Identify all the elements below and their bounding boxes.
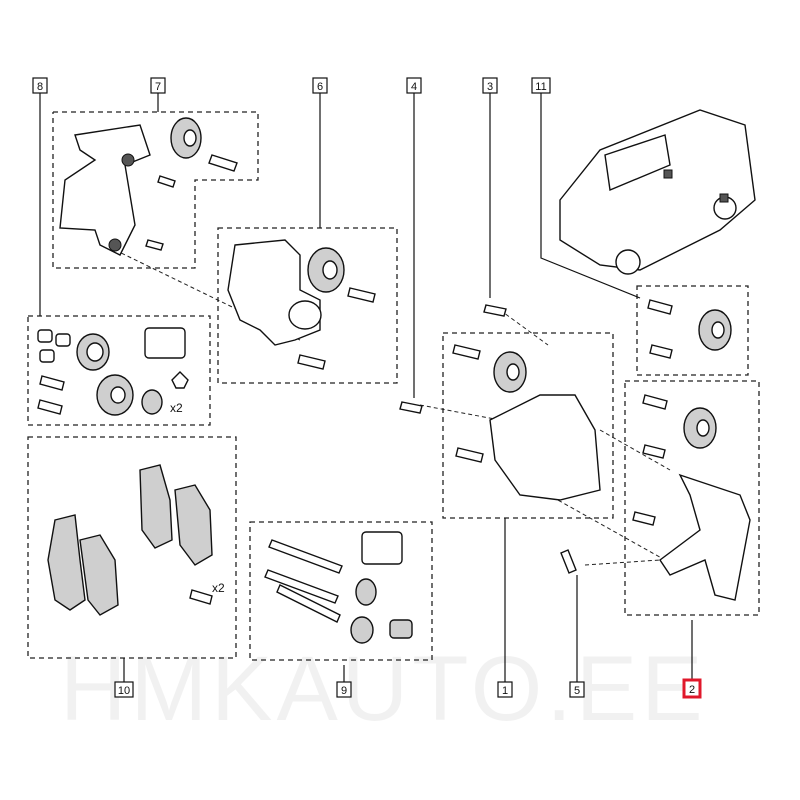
repair-kit-8: x2 — [37, 327, 189, 416]
callout-3[interactable]: 3 — [482, 77, 498, 94]
svg-text:4: 4 — [411, 81, 417, 93]
leader-lines — [39, 93, 693, 682]
svg-text:8: 8 — [37, 81, 43, 93]
callout-2-selected[interactable]: 2 — [682, 678, 702, 699]
group-box-10 — [27, 436, 237, 659]
callout-11[interactable]: 11 — [531, 77, 551, 94]
brake-pads-10: x2 — [47, 464, 225, 616]
quantity-note-8: x2 — [170, 401, 183, 415]
svg-text:1: 1 — [502, 685, 508, 697]
watermark: HMKAUTO.EE — [60, 638, 707, 740]
svg-text:6: 6 — [317, 81, 323, 93]
callout-7[interactable]: 7 — [150, 77, 166, 94]
van-illustration — [559, 109, 756, 275]
callout-10[interactable]: 10 — [114, 681, 134, 698]
svg-text:7: 7 — [155, 81, 161, 93]
svg-text:5: 5 — [574, 685, 580, 697]
group-box-7 — [52, 111, 259, 269]
group-box-8 — [27, 315, 211, 426]
caliper-carrier-7 — [59, 117, 238, 256]
svg-text:9: 9 — [341, 685, 347, 697]
callout-9[interactable]: 9 — [336, 681, 352, 698]
brake-caliper-1 — [399, 304, 601, 574]
guide-pin-kit-9 — [264, 531, 413, 644]
group-box-9 — [249, 521, 433, 661]
svg-text:11: 11 — [535, 81, 546, 93]
callout-5[interactable]: 5 — [569, 681, 585, 698]
svg-text:2: 2 — [689, 684, 695, 696]
brake-caliper-6 — [227, 239, 376, 370]
svg-text:10: 10 — [118, 685, 130, 697]
callout-4[interactable]: 4 — [406, 77, 422, 94]
group-box-11 — [636, 285, 749, 376]
group-box-6 — [217, 227, 398, 384]
quantity-note-10: x2 — [212, 581, 225, 595]
group-box-2 — [624, 380, 760, 616]
callout-8[interactable]: 8 — [32, 77, 48, 94]
callout-6[interactable]: 6 — [312, 77, 328, 94]
svg-text:3: 3 — [487, 81, 493, 93]
group-box-1 — [442, 332, 614, 519]
caliper-bolt-kit-11 — [647, 299, 732, 359]
callout-1[interactable]: 1 — [497, 681, 513, 698]
caliper-carrier-2 — [632, 394, 751, 601]
